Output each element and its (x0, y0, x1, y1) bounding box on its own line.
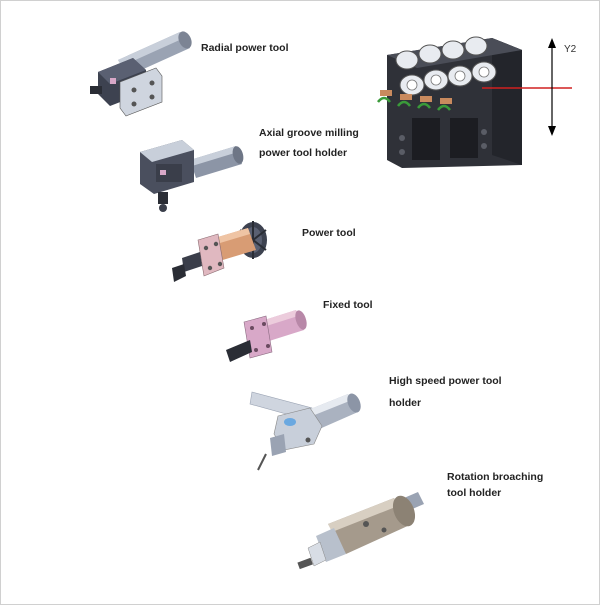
axial-groove-milling-holder-image (132, 124, 247, 214)
tool-label-rotation-broaching-tool-holder: Rotation broaching tool holder (447, 471, 544, 499)
tool-label-axial-groove-milling: Axial groove milling power tool holder (259, 127, 359, 159)
tool-label-radial-power-tool: Radial power tool (201, 42, 289, 54)
power-tool-image (168, 216, 273, 296)
fixed-tool-image (222, 300, 312, 375)
rotation-broaching-tool-holder-image (294, 484, 434, 584)
high-speed-power-tool-holder-image (248, 378, 373, 473)
y2-axis-label: Y2 (564, 44, 577, 55)
radial-power-tool-image (88, 20, 198, 120)
tool-label-fixed-tool: Fixed tool (323, 299, 373, 311)
tool-label-power-tool: Power tool (302, 227, 356, 239)
turret-illustration (372, 20, 582, 170)
tool-label-high-speed-power-tool-holder: High speed power tool holder (389, 375, 502, 409)
